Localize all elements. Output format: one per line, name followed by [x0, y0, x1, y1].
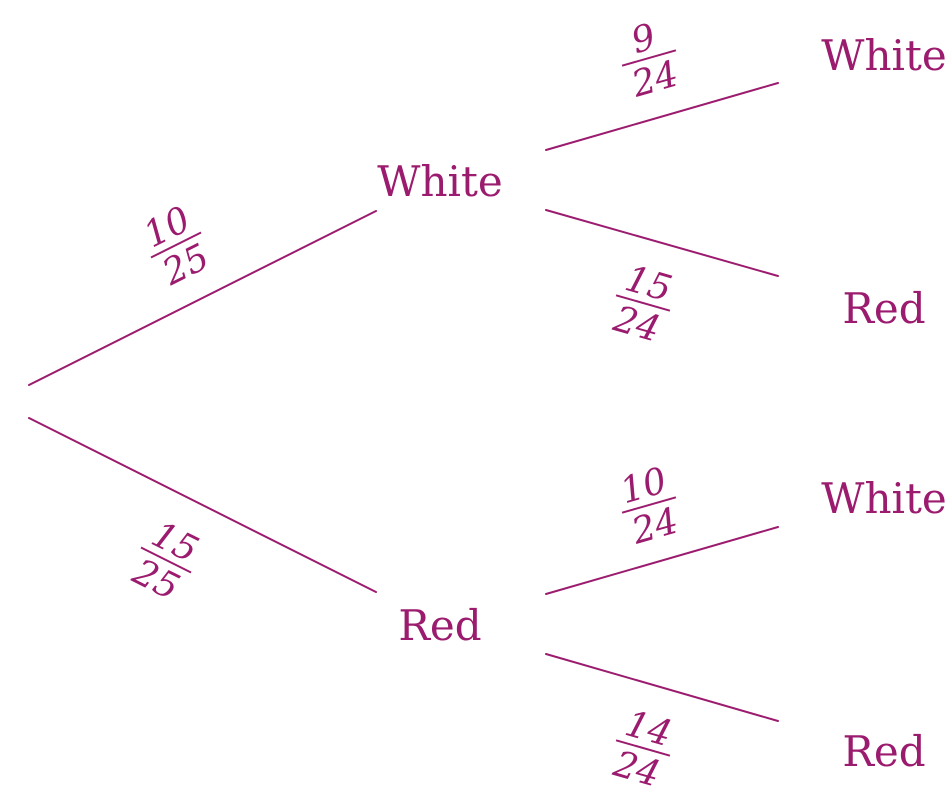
- branch-root-to-white: [28, 210, 377, 386]
- fraction-white-then-red: 15 24: [608, 258, 676, 350]
- branch-white-to-white: [545, 82, 779, 151]
- fraction-white-then-white: 9 24: [621, 16, 683, 106]
- branch-red-to-white: [545, 526, 779, 595]
- fraction-red-then-white: 10 24: [616, 460, 683, 553]
- fraction-bar: [621, 496, 677, 514]
- node-red-then-white: White: [821, 474, 946, 523]
- branch-red-to-red: [545, 653, 779, 722]
- tree-node-labels: White Red White Red White Red: [377, 31, 946, 776]
- fraction-bar: [615, 294, 671, 312]
- node-white-then-white: White: [821, 31, 946, 80]
- node-first-white: White: [377, 157, 502, 206]
- fraction-first-white: 10 25: [138, 199, 216, 294]
- node-white-then-red: Red: [842, 284, 925, 333]
- fraction-bar: [621, 49, 677, 67]
- fraction-first-red: 15 25: [125, 514, 204, 609]
- branch-white-to-red: [545, 209, 779, 277]
- fraction-red-then-red: 14 24: [608, 703, 676, 795]
- branch-root-to-red: [28, 417, 377, 593]
- fraction-bar: [140, 546, 192, 574]
- fraction-bar: [150, 231, 202, 259]
- tree-branches: [28, 82, 779, 722]
- fraction-bar: [615, 739, 671, 757]
- node-red-then-red: Red: [842, 727, 925, 776]
- node-first-red: Red: [398, 601, 481, 650]
